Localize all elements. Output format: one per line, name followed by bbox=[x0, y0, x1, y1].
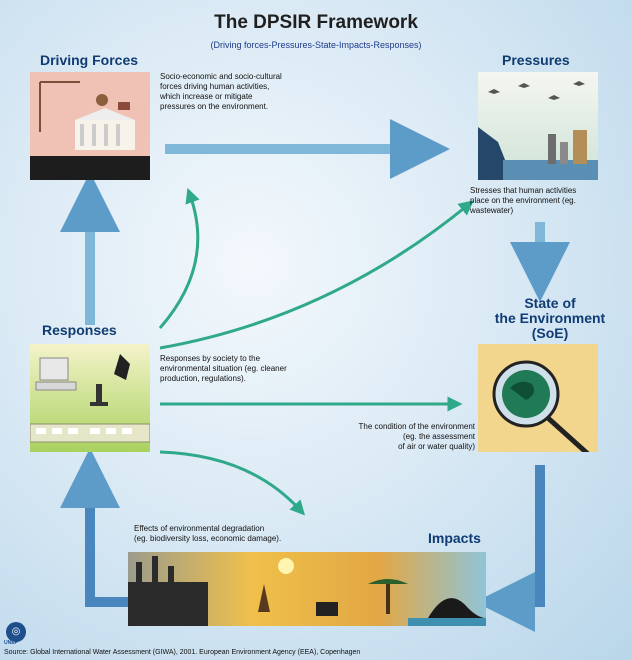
driving-forces-desc-line: which increase or mitigate bbox=[160, 92, 253, 101]
unep-logo: ◎ bbox=[6, 622, 26, 642]
impacts-heading: Impacts bbox=[428, 530, 481, 546]
driving-forces-desc-line: forces driving human activities, bbox=[160, 82, 270, 91]
pressures-desc: Stresses that human activities place on … bbox=[470, 186, 620, 216]
state-desc-line: of air or water quality) bbox=[398, 442, 475, 451]
arrow-state-to-impacts bbox=[475, 465, 545, 632]
impacts-desc: Effects of environmental degradation (eg… bbox=[134, 524, 354, 544]
state-heading-line: (SoE) bbox=[531, 325, 569, 341]
source-note: Source: Global International Water Asses… bbox=[4, 649, 361, 656]
arrow-responses-curve-to-impacts bbox=[159, 450, 306, 516]
state-desc-line: (eg. the assessment bbox=[402, 432, 475, 441]
state-image bbox=[478, 344, 598, 452]
responses-heading: Responses bbox=[42, 322, 117, 338]
responses-desc-line: production, regulations). bbox=[160, 374, 246, 383]
unep-logo-text: UNEP bbox=[4, 640, 18, 646]
arrow-responses-curve-to-driving bbox=[158, 187, 200, 329]
pressures-image bbox=[478, 72, 598, 180]
state-desc: The condition of the environment (eg. th… bbox=[325, 422, 475, 452]
pressures-heading: Pressures bbox=[502, 52, 570, 68]
state-heading-line: the Environment bbox=[494, 310, 606, 326]
diagram-subtitle: (Driving forces-Pressures-State-Impacts-… bbox=[210, 40, 422, 50]
driving-forces-image bbox=[30, 72, 150, 180]
responses-desc: Responses by society to the environmenta… bbox=[160, 354, 340, 384]
diagram-title: The DPSIR Framework bbox=[214, 12, 418, 33]
state-heading: State of the Environment (SoE) bbox=[470, 296, 630, 341]
responses-image bbox=[30, 344, 150, 452]
impacts-desc-line: Effects of environmental degradation bbox=[134, 524, 265, 533]
impacts-desc-line: (eg. biodiversity loss, economic damage)… bbox=[134, 534, 282, 543]
pressures-desc-line: place on the environment (eg. bbox=[470, 196, 576, 205]
driving-forces-desc-line: Socio-economic and socio-cultural bbox=[160, 72, 282, 81]
impacts-image bbox=[128, 552, 486, 626]
state-heading-line: State of bbox=[524, 295, 576, 311]
state-desc-line: The condition of the environment bbox=[358, 422, 475, 431]
arrow-impacts-to-responses bbox=[60, 448, 128, 607]
arrow-responses-curve-to-pressures bbox=[159, 200, 474, 350]
driving-forces-desc-line: pressures on the environment. bbox=[160, 102, 269, 111]
driving-forces-heading: Driving Forces bbox=[40, 52, 139, 68]
driving-forces-desc: Socio-economic and socio-cultural forces… bbox=[160, 72, 340, 112]
pressures-desc-line: wastewater) bbox=[470, 206, 514, 215]
responses-desc-line: Responses by society to the bbox=[160, 354, 261, 363]
pressures-desc-line: Stresses that human activities bbox=[470, 186, 577, 195]
responses-desc-line: environmental situation (eg. cleaner bbox=[160, 364, 287, 373]
